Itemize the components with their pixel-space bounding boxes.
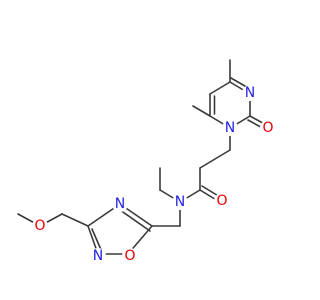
bond bbox=[192, 105, 211, 117]
atom-o-oxadiazole-1: O bbox=[122, 248, 138, 264]
svg-text:O: O bbox=[262, 120, 273, 136]
svg-text:N: N bbox=[93, 248, 103, 264]
svg-text:O: O bbox=[124, 248, 135, 264]
atom-n-oxadiazole-4: N bbox=[112, 196, 128, 212]
molecule-structure: N O N O N N N O bbox=[17, 59, 276, 264]
atom-labels: N O N O N N N O bbox=[32, 85, 276, 264]
bond-group bbox=[17, 59, 269, 255]
svg-text:O: O bbox=[216, 193, 227, 209]
atom-o-amide: O bbox=[214, 193, 230, 209]
atom-n1: N bbox=[222, 120, 238, 136]
bond bbox=[61, 213, 89, 227]
atom-n3: N bbox=[242, 85, 258, 101]
svg-text:O: O bbox=[34, 218, 45, 234]
svg-text:N: N bbox=[175, 194, 185, 210]
bond bbox=[199, 149, 231, 169]
svg-text:N: N bbox=[115, 196, 125, 212]
atom-n-oxadiazole-2: N bbox=[90, 248, 106, 264]
bond bbox=[119, 209, 151, 232]
atom-n-amide: N bbox=[172, 194, 188, 210]
svg-text:N: N bbox=[225, 120, 235, 136]
atom-o-ether: O bbox=[32, 218, 48, 234]
svg-text:N: N bbox=[245, 85, 255, 101]
atom-o-pyrimidinone: O bbox=[260, 120, 276, 136]
bond bbox=[209, 81, 231, 95]
bond bbox=[91, 228, 103, 253]
